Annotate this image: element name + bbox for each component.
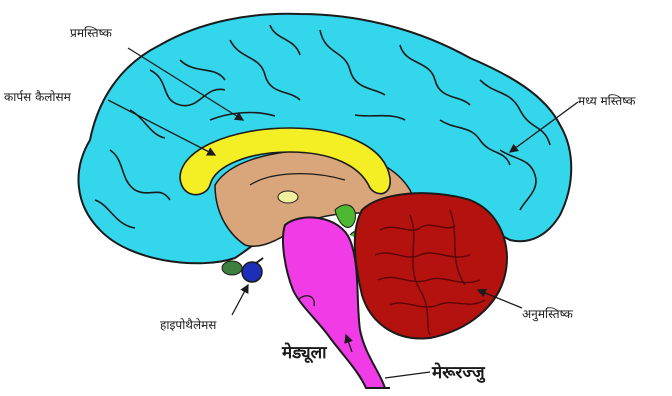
label-midbrain: मध्य मस्तिष्क bbox=[578, 92, 635, 109]
green-structure bbox=[335, 205, 355, 228]
pituitary-gland bbox=[242, 262, 262, 282]
cerebellum-region bbox=[355, 193, 507, 338]
label-medulla: मेड्यूला bbox=[282, 340, 327, 363]
label-spinal-cord: मेरूरज्जु bbox=[432, 360, 485, 383]
label-hypothalamus: हाइपोथैलेमस bbox=[160, 316, 216, 333]
label-cerebellum: अनुमस्तिष्क bbox=[522, 305, 573, 322]
label-cerebrum: प्रमस्तिष्क bbox=[70, 24, 112, 41]
pineal-shape bbox=[278, 191, 298, 203]
label-corpus-callosum: कार्पस कैलोसम bbox=[4, 88, 71, 105]
